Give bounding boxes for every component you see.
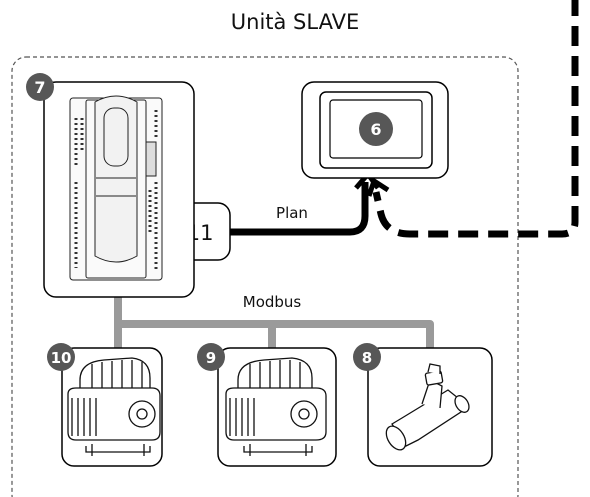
compressor-icon	[67, 357, 161, 456]
svg-text:9: 9	[206, 349, 216, 367]
modbus-label: Modbus	[243, 293, 302, 311]
badge-compressor-10: 10	[47, 343, 75, 371]
svg-text:10: 10	[51, 349, 72, 367]
badge-display: 6	[359, 112, 393, 146]
badge-controller: 7	[26, 73, 54, 101]
svg-text:7: 7	[34, 78, 45, 97]
terminal-strip-right	[148, 110, 158, 272]
compressor-icon	[225, 357, 327, 456]
valve-icon	[385, 363, 470, 451]
slave-unit-boundary	[11, 56, 519, 497]
badge-compressor-9: 9	[197, 343, 225, 371]
svg-text:8: 8	[362, 349, 372, 367]
controller-device-icon	[69, 95, 163, 281]
external-master-link	[366, 0, 579, 238]
diagram-title: Unità SLAVE	[230, 10, 360, 34]
svg-text:6: 6	[370, 120, 381, 139]
badge-valve-8: 8	[353, 343, 381, 371]
plan-link	[230, 169, 381, 236]
terminal-strip-left	[74, 118, 84, 268]
plan-label: Plan	[276, 204, 308, 222]
